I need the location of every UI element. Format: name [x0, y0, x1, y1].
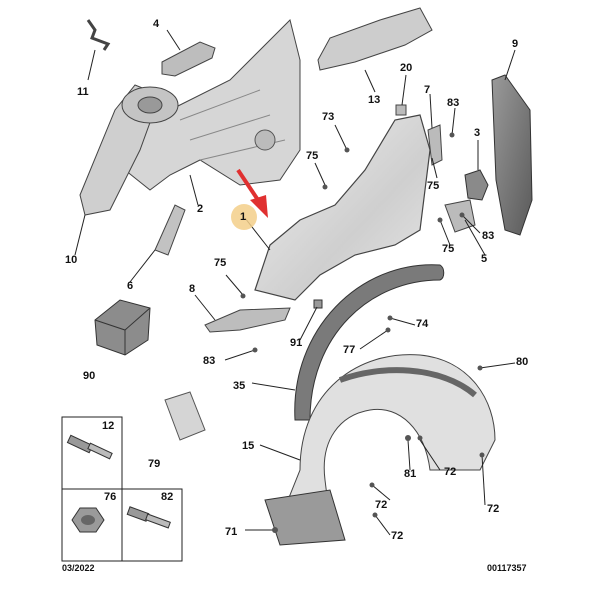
- callout-90[interactable]: 90: [83, 370, 96, 382]
- callout-72d[interactable]: 72: [391, 530, 404, 542]
- highlight-circle: [231, 204, 257, 230]
- stud-12-icon: [66, 434, 113, 460]
- callout-77[interactable]: 77: [343, 344, 356, 356]
- callout-91[interactable]: 91: [290, 337, 303, 349]
- callout-7[interactable]: 7: [424, 84, 431, 96]
- inset-82-label[interactable]: 82: [161, 491, 174, 503]
- red-arrow: [236, 168, 268, 218]
- splash-shield-part: [264, 489, 346, 546]
- callout-13[interactable]: 13: [368, 94, 381, 106]
- callout-3[interactable]: 3: [474, 127, 481, 139]
- callout-74[interactable]: 74: [416, 318, 429, 330]
- callout-6[interactable]: 6: [127, 280, 134, 292]
- callout-72c[interactable]: 72: [375, 499, 388, 511]
- callout-81[interactable]: 81: [404, 468, 417, 480]
- callout-72a[interactable]: 72: [444, 466, 457, 478]
- callout-75b[interactable]: 75: [427, 180, 440, 192]
- callout-80[interactable]: 80: [516, 356, 529, 368]
- callout-83c[interactable]: 83: [203, 355, 216, 367]
- wheel-liner-part: [279, 354, 496, 521]
- callout-2[interactable]: 2: [197, 203, 204, 215]
- callout-4[interactable]: 4: [153, 18, 160, 30]
- callout-35[interactable]: 35: [233, 380, 246, 392]
- leader-lines: [74, 29, 516, 536]
- clip-91-part: [313, 299, 323, 309]
- callout-8[interactable]: 8: [189, 283, 196, 295]
- bracket-4-part: [161, 41, 216, 77]
- foam-block-90: [94, 299, 151, 356]
- bracket-3-part: [464, 169, 489, 201]
- callout-75c[interactable]: 75: [442, 243, 455, 255]
- fastener-inset: [61, 416, 183, 562]
- footer-ref: 00117357: [487, 563, 527, 573]
- callout-72b[interactable]: 72: [487, 503, 500, 515]
- bracket-8-part: [204, 307, 291, 333]
- callout-79[interactable]: 79: [148, 458, 161, 470]
- label-card-79: [164, 391, 206, 441]
- wheel-arch-trim-part: [294, 264, 445, 421]
- callout-10[interactable]: 10: [65, 254, 78, 266]
- fender-part: [254, 114, 431, 301]
- callout-83a[interactable]: 83: [447, 97, 460, 109]
- inset-12-label[interactable]: 12: [102, 420, 115, 432]
- inset-76-label[interactable]: 76: [104, 491, 117, 503]
- nut-76-icon: [71, 507, 105, 533]
- seal-9-part: [491, 74, 533, 236]
- callout-83b[interactable]: 83: [482, 230, 495, 242]
- callout-1[interactable]: 1: [240, 211, 247, 223]
- callout-75d[interactable]: 75: [214, 257, 227, 269]
- rivet-82-icon: [126, 506, 171, 529]
- bracket-7-part: [427, 124, 443, 166]
- clip-11-part: [86, 19, 111, 51]
- callout-11[interactable]: 11: [77, 86, 89, 98]
- callout-15[interactable]: 15: [242, 440, 255, 452]
- callout-71[interactable]: 71: [225, 526, 238, 538]
- panel-13-part: [317, 7, 433, 71]
- callout-20[interactable]: 20: [400, 62, 413, 74]
- callout-75a[interactable]: 75: [306, 150, 319, 162]
- clip-20-part: [395, 104, 407, 116]
- fastener-dots: [240, 132, 485, 533]
- callout-9[interactable]: 9: [512, 38, 519, 50]
- footer-date: 03/2022: [62, 563, 95, 573]
- callout-5[interactable]: 5: [481, 253, 488, 265]
- bracket-6-part: [154, 204, 186, 256]
- callout-73[interactable]: 73: [322, 111, 335, 123]
